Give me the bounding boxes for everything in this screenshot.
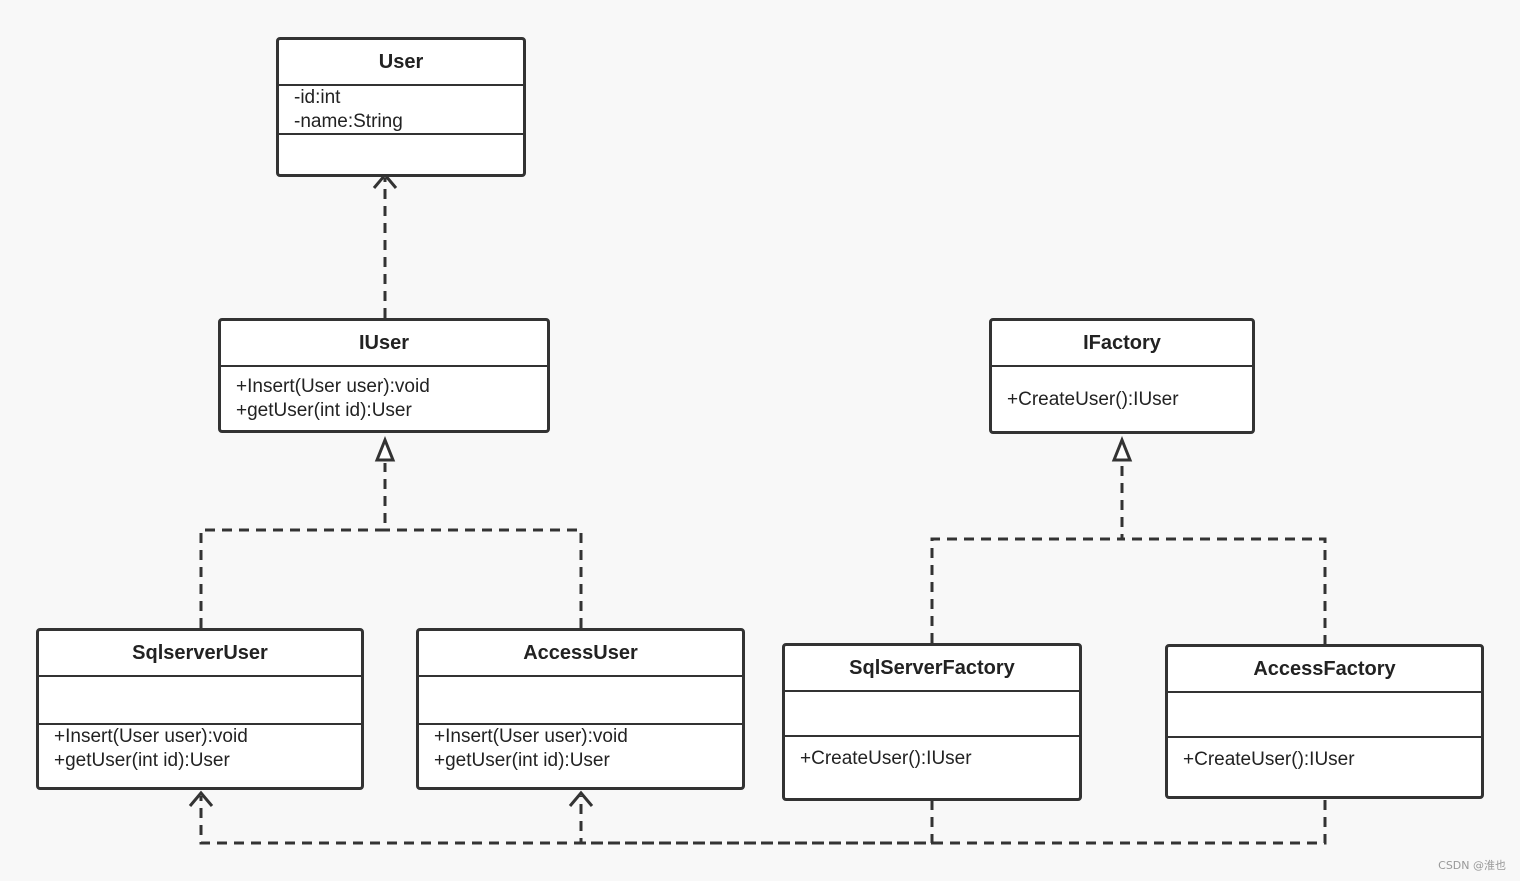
class-name: SqlserverUser (39, 631, 361, 677)
class-accessuser: AccessUser +Insert(User user):void +getU… (416, 628, 745, 790)
methods: +CreateUser():IUser (785, 737, 1079, 771)
class-sqlserverfactory: SqlServerFactory +CreateUser():IUser (782, 643, 1082, 801)
attribute: -name:String (294, 111, 403, 132)
method: +getUser(int id):User (434, 750, 610, 771)
realization-accessuser-to-iuser (385, 528, 583, 628)
methods: +CreateUser():IUser (992, 367, 1252, 412)
methods: +Insert(User user):void +getUser(int id)… (419, 725, 742, 773)
dependency-arrowhead-sqlserveruser (188, 790, 214, 807)
method: +CreateUser():IUser (1183, 749, 1355, 770)
realization-sqlserverfactory-to-ifactory (930, 463, 1124, 643)
class-name: AccessUser (419, 631, 742, 677)
method: +getUser(int id):User (236, 400, 412, 421)
class-name: IUser (221, 321, 547, 367)
class-name: User (279, 40, 523, 86)
dependency-factories-to-users (199, 796, 934, 845)
method: +Insert(User user):void (236, 376, 430, 397)
interface-ifactory: IFactory +CreateUser():IUser (989, 318, 1255, 434)
method: +Insert(User user):void (434, 726, 628, 747)
method: +getUser(int id):User (54, 750, 230, 771)
dependency-arrowhead-accessuser (568, 790, 594, 807)
attributes (1168, 693, 1481, 738)
class-sqlserveruser: SqlserverUser +Insert(User user):void +g… (36, 628, 364, 790)
interface-iuser: IUser +Insert(User user):void +getUser(i… (218, 318, 550, 433)
class-name: AccessFactory (1168, 647, 1481, 693)
method: +Insert(User user):void (54, 726, 248, 747)
attributes (785, 692, 1079, 737)
class-accessfactory: AccessFactory +CreateUser():IUser (1165, 644, 1484, 799)
methods: +Insert(User user):void +getUser(int id)… (39, 725, 361, 773)
attributes (39, 677, 361, 725)
attributes: -id:int -name:String (279, 86, 523, 135)
watermark: CSDN @淮也 (1438, 859, 1506, 872)
attribute: -id:int (294, 87, 341, 108)
methods: +Insert(User user):void +getUser(int id)… (221, 367, 547, 423)
realization-triangle-iuser (374, 435, 396, 462)
methods: +CreateUser():IUser (1168, 738, 1481, 772)
dependency-accessfactory-to-accessuser (579, 796, 1327, 845)
method: +CreateUser():IUser (800, 748, 972, 769)
class-name: IFactory (992, 321, 1252, 367)
method: +CreateUser():IUser (1007, 389, 1179, 410)
class-user: User -id:int -name:String (276, 37, 526, 177)
realization-accessfactory-to-ifactory (1122, 537, 1327, 645)
realization-triangle-ifactory (1111, 435, 1133, 462)
attributes (419, 677, 742, 725)
class-name: SqlServerFactory (785, 646, 1079, 692)
realization-sqlserveruser-to-iuser (199, 463, 387, 628)
